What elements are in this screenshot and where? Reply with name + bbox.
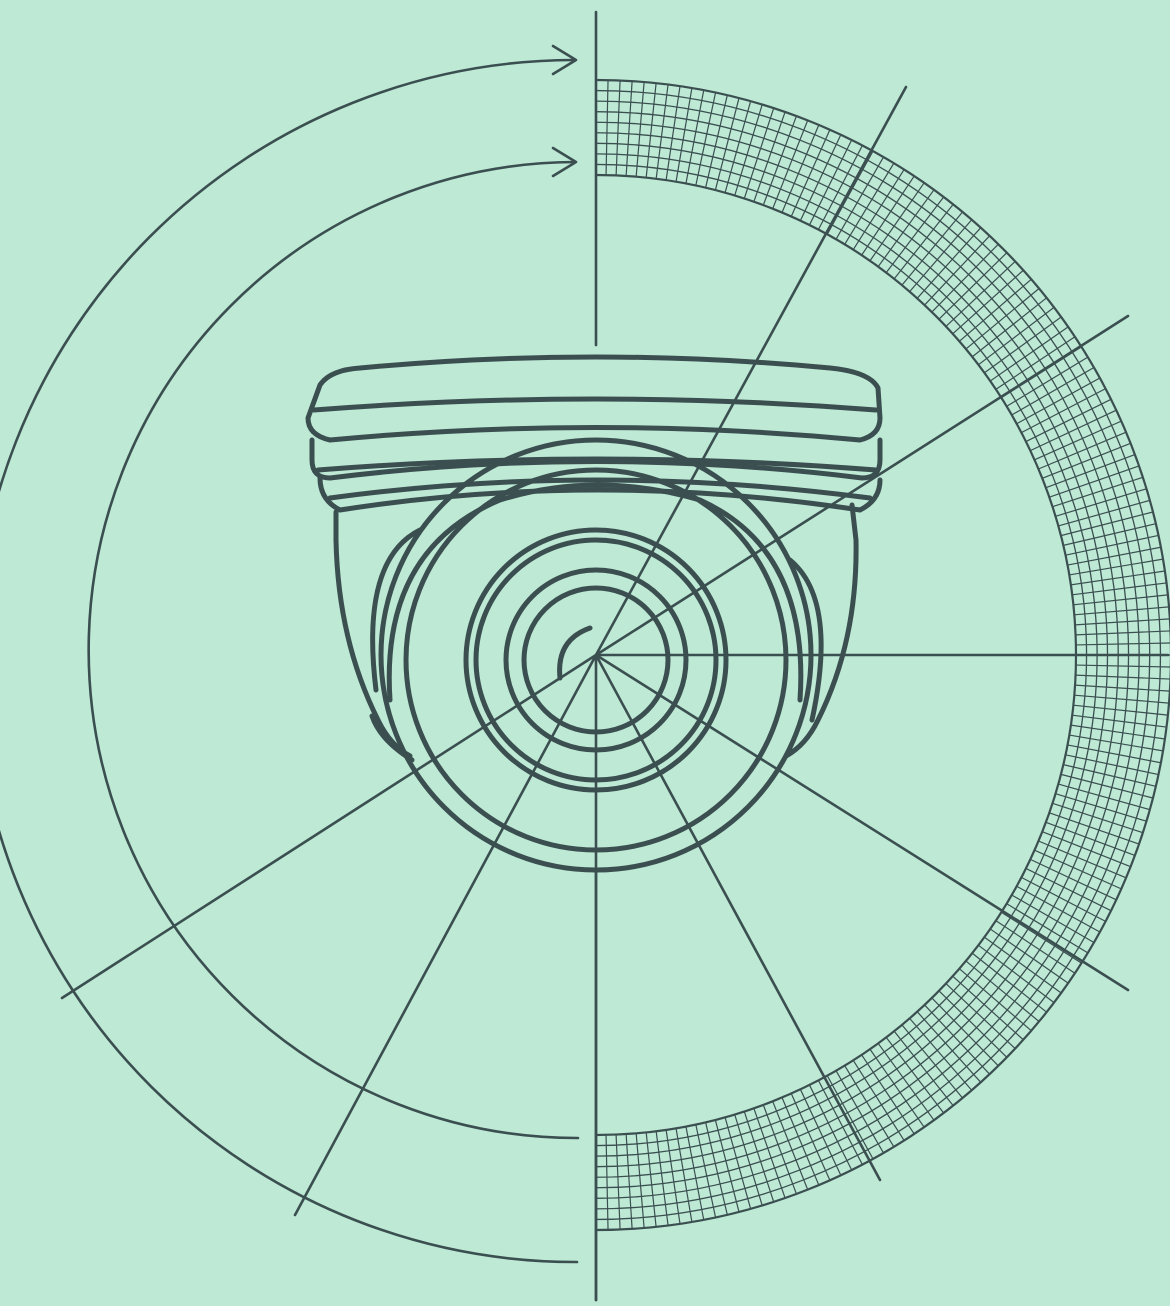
grid-spoke bbox=[1063, 524, 1155, 546]
grid-spoke bbox=[725, 101, 751, 193]
grid-spoke bbox=[1058, 500, 1150, 526]
grid-spoke bbox=[862, 176, 915, 255]
grid-spoke bbox=[636, 82, 644, 177]
grid-spoke bbox=[646, 83, 656, 177]
grid-spoke bbox=[696, 1125, 716, 1218]
grid-spoke bbox=[616, 81, 620, 176]
grid-spoke bbox=[706, 95, 728, 187]
grid-spoke bbox=[1066, 755, 1159, 775]
grid-spoke bbox=[656, 85, 668, 179]
grid-spoke bbox=[656, 1131, 668, 1225]
grid-spoke bbox=[827, 151, 873, 234]
grid-spoke bbox=[696, 93, 716, 186]
grid-spoke bbox=[626, 1134, 632, 1229]
grid-spoke bbox=[606, 80, 608, 175]
grid-spoke bbox=[725, 1117, 751, 1209]
grid-spoke bbox=[1072, 583, 1166, 595]
grid-spoke bbox=[853, 170, 904, 250]
grid-spoke bbox=[1075, 619, 1170, 625]
grid-spoke bbox=[1076, 665, 1170, 667]
view-ray bbox=[596, 87, 906, 655]
grid-spoke bbox=[616, 1135, 620, 1230]
grid-spoke bbox=[1066, 535, 1159, 555]
grid-spoke bbox=[666, 86, 680, 180]
view-ray bbox=[62, 655, 596, 998]
grid-spoke bbox=[1074, 607, 1169, 615]
view-ray bbox=[596, 655, 880, 1180]
grid-spoke bbox=[1073, 705, 1167, 715]
grid-spoke bbox=[1073, 595, 1167, 605]
grid-spoke bbox=[878, 1043, 934, 1120]
grid-spoke bbox=[1056, 794, 1147, 821]
grid-spoke bbox=[862, 1055, 915, 1134]
grid-spoke bbox=[666, 1130, 680, 1224]
grid-spoke bbox=[706, 1122, 728, 1214]
grid-spoke bbox=[1074, 695, 1169, 703]
grid-spoke bbox=[1076, 631, 1170, 635]
grid-spoke bbox=[990, 327, 1068, 381]
grid-spoke bbox=[715, 98, 739, 190]
grid-spoke bbox=[715, 1120, 739, 1212]
grid-spoke bbox=[606, 1135, 608, 1230]
grid-spoke bbox=[1058, 784, 1150, 810]
grid-spoke bbox=[735, 1115, 762, 1206]
grid-spoke bbox=[1076, 675, 1170, 679]
grid-spoke bbox=[1072, 715, 1166, 727]
grid-spoke bbox=[984, 937, 1061, 993]
grid-spoke bbox=[735, 105, 762, 196]
grid-spoke bbox=[1063, 765, 1155, 787]
grid-spoke bbox=[827, 1076, 873, 1159]
grid-spoke bbox=[1071, 725, 1165, 739]
grid-spoke bbox=[996, 921, 1075, 974]
grid-spoke bbox=[990, 929, 1068, 983]
grid-spoke bbox=[1001, 912, 1081, 963]
grid-spoke bbox=[870, 1049, 924, 1127]
grid-spoke bbox=[646, 1132, 656, 1226]
grid-spoke bbox=[1071, 571, 1165, 585]
grid-spoke bbox=[1075, 685, 1170, 691]
grid-spoke bbox=[1061, 774, 1153, 798]
grid-spoke bbox=[1056, 489, 1147, 516]
grid-spoke bbox=[626, 81, 632, 176]
grid-spoke bbox=[996, 337, 1075, 390]
grid-spoke bbox=[878, 190, 934, 267]
grid-spoke bbox=[853, 1060, 904, 1140]
inner-rotation-arrow-icon bbox=[89, 148, 578, 1138]
dome-camera-icon bbox=[308, 357, 880, 870]
field-of-view-rays bbox=[62, 87, 1168, 1300]
rotation-arrow-icon bbox=[0, 46, 577, 1262]
grid-spoke bbox=[636, 1133, 644, 1228]
grid-spoke bbox=[1076, 643, 1170, 645]
grid-spoke bbox=[1061, 512, 1153, 536]
grid-spoke bbox=[870, 183, 924, 261]
